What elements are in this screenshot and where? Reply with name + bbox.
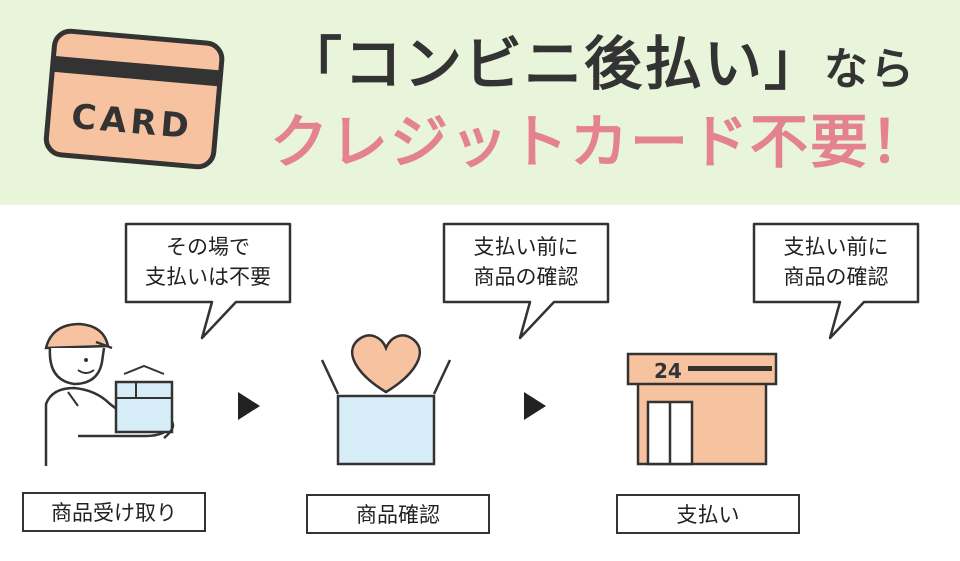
- headline: 「コンビニ後払い」なら クレジットカード不要！: [250, 30, 950, 180]
- delivery-person-icon: [38, 318, 188, 472]
- credit-card-icon: CARD: [40, 25, 228, 175]
- step-label-pay: 支払い: [616, 494, 800, 534]
- headline-line1-suffix: なら: [824, 44, 916, 95]
- top-banner: CARD 「コンビニ後払い」なら クレジットカード不要！: [0, 0, 960, 205]
- speech-bubble-step3: 支払い前に 商品の確認: [752, 222, 920, 340]
- convenience-store-icon: 24: [622, 350, 782, 472]
- speech-bubble-step1: その場で 支払いは不要: [124, 222, 292, 340]
- headline-line1-main: 「コンビニ後払い」: [283, 30, 824, 98]
- bubble-text-step2: 支払い前に 商品の確認: [473, 235, 579, 289]
- speech-bubble-step2: 支払い前に 商品の確認: [442, 222, 610, 340]
- bubble-text-step3: 支払い前に 商品の確認: [783, 235, 889, 289]
- headline-line1: 「コンビニ後払い」なら: [250, 30, 950, 104]
- arrow-right-icon: [522, 390, 548, 422]
- step-label-confirm: 商品確認: [306, 494, 490, 534]
- arrow-right-icon: [236, 390, 262, 422]
- headline-line2: クレジットカード不要！: [269, 108, 930, 176]
- bubble-text-step1: その場で 支払いは不要: [145, 235, 271, 289]
- store-sign-text: 24: [654, 359, 682, 383]
- step-label-receive: 商品受け取り: [22, 492, 206, 532]
- open-box-heart-icon: [316, 330, 456, 474]
